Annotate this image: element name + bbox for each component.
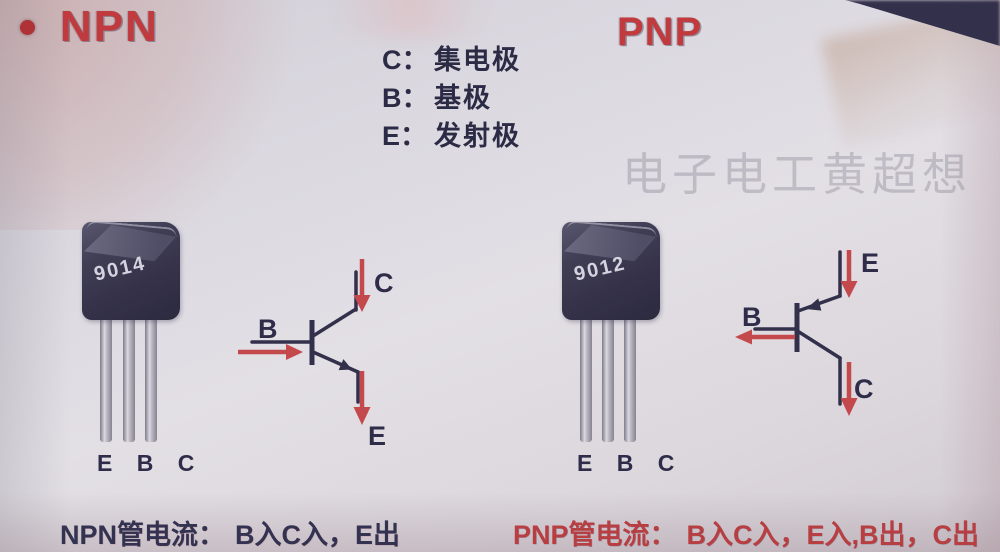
pnp-leg-b bbox=[602, 316, 614, 442]
legend-label-base: 基极 bbox=[434, 83, 492, 113]
pnp-package: 9012 bbox=[562, 222, 660, 320]
pnp-symbol-c-label: C bbox=[854, 374, 874, 404]
left-shade bbox=[0, 0, 70, 552]
pnp-symbol-wires bbox=[753, 250, 842, 406]
pnp-title: PNP bbox=[617, 10, 703, 54]
npn-package-label: 9014 bbox=[92, 252, 149, 286]
npn-title: NPN bbox=[60, 2, 159, 51]
pnp-emitter-arrowhead-icon bbox=[806, 298, 822, 311]
pnp-package-label: 9012 bbox=[572, 252, 629, 286]
pnp-symbol: B E C bbox=[735, 248, 879, 416]
npn-package: 9014 bbox=[82, 222, 180, 320]
pnp-current-arrows bbox=[735, 250, 858, 416]
npn-rule-text: B入C入，E出 bbox=[235, 520, 401, 550]
pnp-rule-prefix: PNP管电流： bbox=[513, 520, 677, 550]
legend-row-emitter: E： 发射极 bbox=[382, 114, 521, 152]
pnp-collector-out-arrow-icon bbox=[840, 398, 858, 416]
npn-pin-labels: E B C bbox=[97, 450, 204, 476]
pnp-rule-text: B入C入，E入,B出，C出 bbox=[686, 520, 980, 550]
bullet-icon bbox=[20, 20, 35, 35]
corner-pink-tint bbox=[0, 0, 360, 230]
npn-symbol: B C E bbox=[238, 259, 394, 450]
npn-emitter-arrowhead-icon bbox=[338, 359, 352, 371]
npn-current-rule: NPN管电流： B入C入，E出 bbox=[60, 513, 400, 552]
npn-symbol-c-label: C bbox=[374, 268, 394, 298]
legend-key-e: E： bbox=[382, 121, 428, 151]
pnp-pin-labels: E B C bbox=[577, 450, 684, 476]
npn-leg-c bbox=[145, 316, 157, 442]
npn-base-in-arrow-icon bbox=[286, 344, 303, 360]
npn-collector-in-arrow-icon bbox=[353, 295, 371, 312]
npn-leg-b bbox=[123, 316, 135, 442]
npn-current-arrows bbox=[238, 259, 371, 425]
npn-leg-e bbox=[100, 316, 112, 442]
legend-label-collector: 集电极 bbox=[434, 45, 521, 75]
pnp-leg-e bbox=[580, 316, 592, 442]
legend-key-c: C： bbox=[382, 45, 429, 75]
pnp-emitter-in-arrow-icon bbox=[840, 281, 858, 298]
pnp-symbol-b-label: B bbox=[742, 302, 762, 332]
npn-rule-prefix: NPN管电流： bbox=[60, 520, 226, 550]
legend-label-emitter: 发射极 bbox=[434, 121, 521, 151]
npn-emitter-out-arrow-icon bbox=[353, 407, 371, 425]
pnp-symbol-e-label: E bbox=[861, 248, 879, 278]
pin-legend: C： 集电极 B： 基极 E： 发射极 bbox=[382, 38, 521, 152]
watermark: 电子电工黄超想 bbox=[622, 149, 973, 200]
npn-symbol-e-label: E bbox=[368, 421, 386, 450]
pnp-base-out-arrow-icon bbox=[735, 329, 752, 345]
pnp-current-rule: PNP管电流： B入C入，E入,B出，C出 bbox=[513, 513, 979, 552]
legend-row-collector: C： 集电极 bbox=[382, 38, 521, 76]
legend-row-base: B： 基极 bbox=[382, 76, 521, 114]
pnp-leg-c bbox=[624, 316, 636, 442]
bottom-shade bbox=[0, 492, 1000, 552]
legend-key-b: B： bbox=[382, 83, 429, 113]
npn-symbol-b-label: B bbox=[258, 314, 278, 344]
